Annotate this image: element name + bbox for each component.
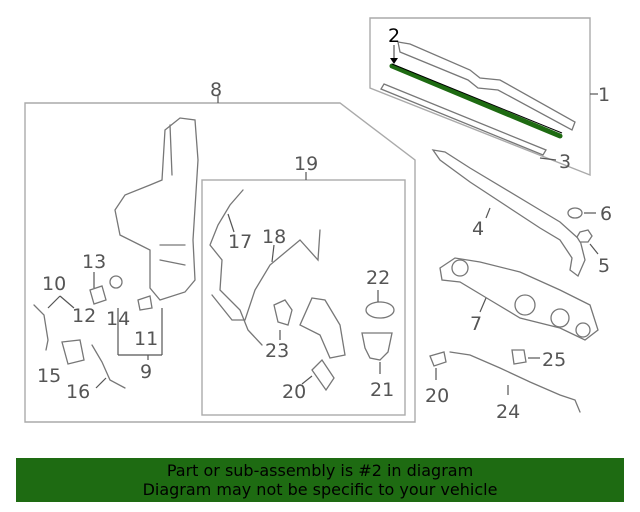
callout-25: 25 <box>542 349 566 371</box>
washer-hose-18 <box>211 229 321 321</box>
callout-21: 21 <box>370 379 394 401</box>
callout-20-right: 20 <box>425 385 449 407</box>
callout-2: 2 <box>388 25 400 47</box>
callout-24: 24 <box>496 401 520 423</box>
callout-18: 18 <box>262 226 286 248</box>
grommet-14 <box>109 275 123 289</box>
washer-reservoir-box <box>24 102 416 423</box>
notice-line-1: Part or sub-assembly is #2 in diagram <box>166 461 474 480</box>
wiper-arm <box>431 149 586 278</box>
callout-20-left: 20 <box>282 381 306 403</box>
hose-connector-23 <box>273 299 293 326</box>
notice-banner: Part or sub-assembly is #2 in diagram Di… <box>16 458 624 502</box>
wiper-arm-cap <box>567 207 583 219</box>
callout-12: 12 <box>72 305 96 327</box>
filler-pipe <box>299 297 346 359</box>
callout-6: 6 <box>600 203 612 225</box>
callout-23: 23 <box>265 340 289 362</box>
washer-hose-24 <box>449 351 581 413</box>
washer-reservoir <box>114 117 199 301</box>
filler-cap-22 <box>365 301 395 319</box>
washer-pump-21 <box>361 332 393 361</box>
callout-7: 7 <box>470 313 482 335</box>
washer-hose-17 <box>209 189 263 346</box>
notice-line-2: Diagram may not be specific to your vehi… <box>142 480 498 499</box>
callout-22: 22 <box>366 267 390 289</box>
wiper-blade-insert-outline <box>391 63 563 134</box>
hose-15 <box>33 304 49 351</box>
hose-sub-box <box>201 179 406 416</box>
callout-5: 5 <box>598 255 610 277</box>
callout-3: 3 <box>559 151 571 173</box>
pump-13 <box>89 285 107 305</box>
callout-13: 13 <box>82 251 106 273</box>
callout-17: 17 <box>228 231 252 253</box>
wiper-arm-nut <box>576 229 593 243</box>
clip-25 <box>511 349 527 365</box>
wiper-blade-insert-highlight <box>389 63 563 139</box>
nozzle-20-left <box>311 358 335 392</box>
callout-14: 14 <box>106 308 130 330</box>
parts-diagram: 1 2 3 4 6 5 7 8 19 17 18 23 <box>24 17 612 423</box>
connector-11 <box>137 295 153 311</box>
wiper-blade-frame <box>397 41 576 131</box>
wiper-refill-strip <box>380 83 547 156</box>
nozzle-20-right <box>429 351 447 367</box>
callout-1: 1 <box>598 84 610 106</box>
callout-9: 9 <box>140 361 152 383</box>
callout-11: 11 <box>134 328 158 350</box>
hose-16 <box>91 344 126 389</box>
callout-15: 15 <box>37 365 61 387</box>
nozzle-body <box>61 339 85 365</box>
callout-10: 10 <box>42 273 66 295</box>
callout-4: 4 <box>472 218 484 240</box>
callout-8: 8 <box>210 79 222 101</box>
wiper-blade-group-box <box>369 17 591 177</box>
callout-19: 19 <box>294 153 318 175</box>
callout-16: 16 <box>66 381 90 403</box>
